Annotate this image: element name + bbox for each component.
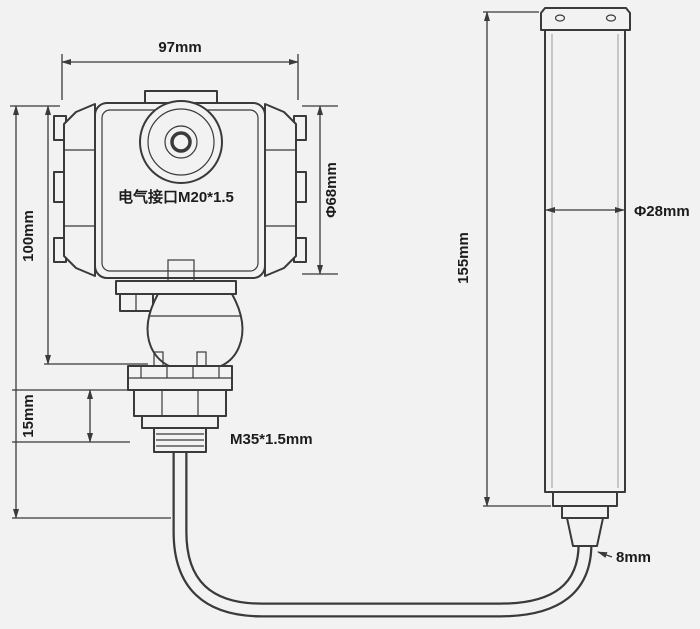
left-end-cap: [63, 103, 96, 277]
transmitter-housing: [53, 90, 307, 282]
housing-left-fins: [53, 103, 96, 277]
dimensions: 97mm 100mm 15mm Φ68mm 电气接口M20*1.5: [10, 11, 690, 566]
dimension-probe-diameter: Φ28mm: [545, 203, 690, 220]
dimension-overall-height: [10, 105, 171, 519]
dimension-housing-height: 100mm: [20, 105, 148, 365]
lens-outer-ring: [139, 100, 223, 184]
cable-connector: [566, 517, 604, 547]
probe-bottom-step2: [561, 505, 609, 519]
probe: [540, 7, 631, 547]
label-electrical-interface: 电气接口M20*1.5: [118, 188, 234, 206]
cable-path-core: [174, 450, 591, 616]
label-housing-diameter: Φ68mm: [323, 162, 340, 218]
dimension-cable-diameter: 8mm: [597, 549, 651, 566]
label-cable-diameter: 8mm: [616, 549, 651, 566]
cap-hole: [554, 14, 566, 22]
label-probe-length: 155mm: [455, 232, 472, 284]
right-end-cap: [264, 103, 297, 277]
pressure-chamber: [146, 293, 244, 372]
label-probe-diameter: Φ28mm: [634, 203, 690, 220]
lock-nut: [133, 389, 227, 417]
housing-right-fins: [264, 103, 307, 277]
thread-lines: [156, 433, 204, 447]
probe-body: [544, 29, 626, 493]
mounting-plate: [115, 280, 237, 295]
probe-top-cap: [540, 7, 631, 31]
dimension-top-width: 97mm: [61, 39, 299, 100]
leader-line: [597, 551, 613, 558]
label-thread-spec-group: M35*1.5mm: [230, 431, 313, 448]
label-electrical-interface-group: 电气接口M20*1.5: [118, 188, 234, 206]
display-window: [139, 100, 223, 184]
lens-inner-ring: [164, 125, 198, 159]
lens-mid-ring: [147, 108, 215, 176]
cap-hole: [605, 14, 617, 22]
process-connection: [115, 280, 244, 453]
dimension-flange-thickness: 15mm: [12, 389, 130, 443]
label-top-width: 97mm: [158, 39, 201, 56]
cable-path-outline: [172, 450, 593, 618]
dimension-probe-length: 155mm: [455, 11, 551, 507]
cable: [172, 450, 593, 618]
probe-bottom-step: [552, 491, 618, 507]
label-thread-spec: M35*1.5mm: [230, 431, 313, 448]
flange-details: [128, 366, 232, 379]
dimension-housing-diameter: Φ68mm: [302, 105, 340, 275]
label-flange-thickness: 15mm: [20, 394, 37, 437]
label-housing-height: 100mm: [20, 210, 37, 262]
lens-center: [170, 131, 192, 153]
washer: [141, 415, 219, 429]
